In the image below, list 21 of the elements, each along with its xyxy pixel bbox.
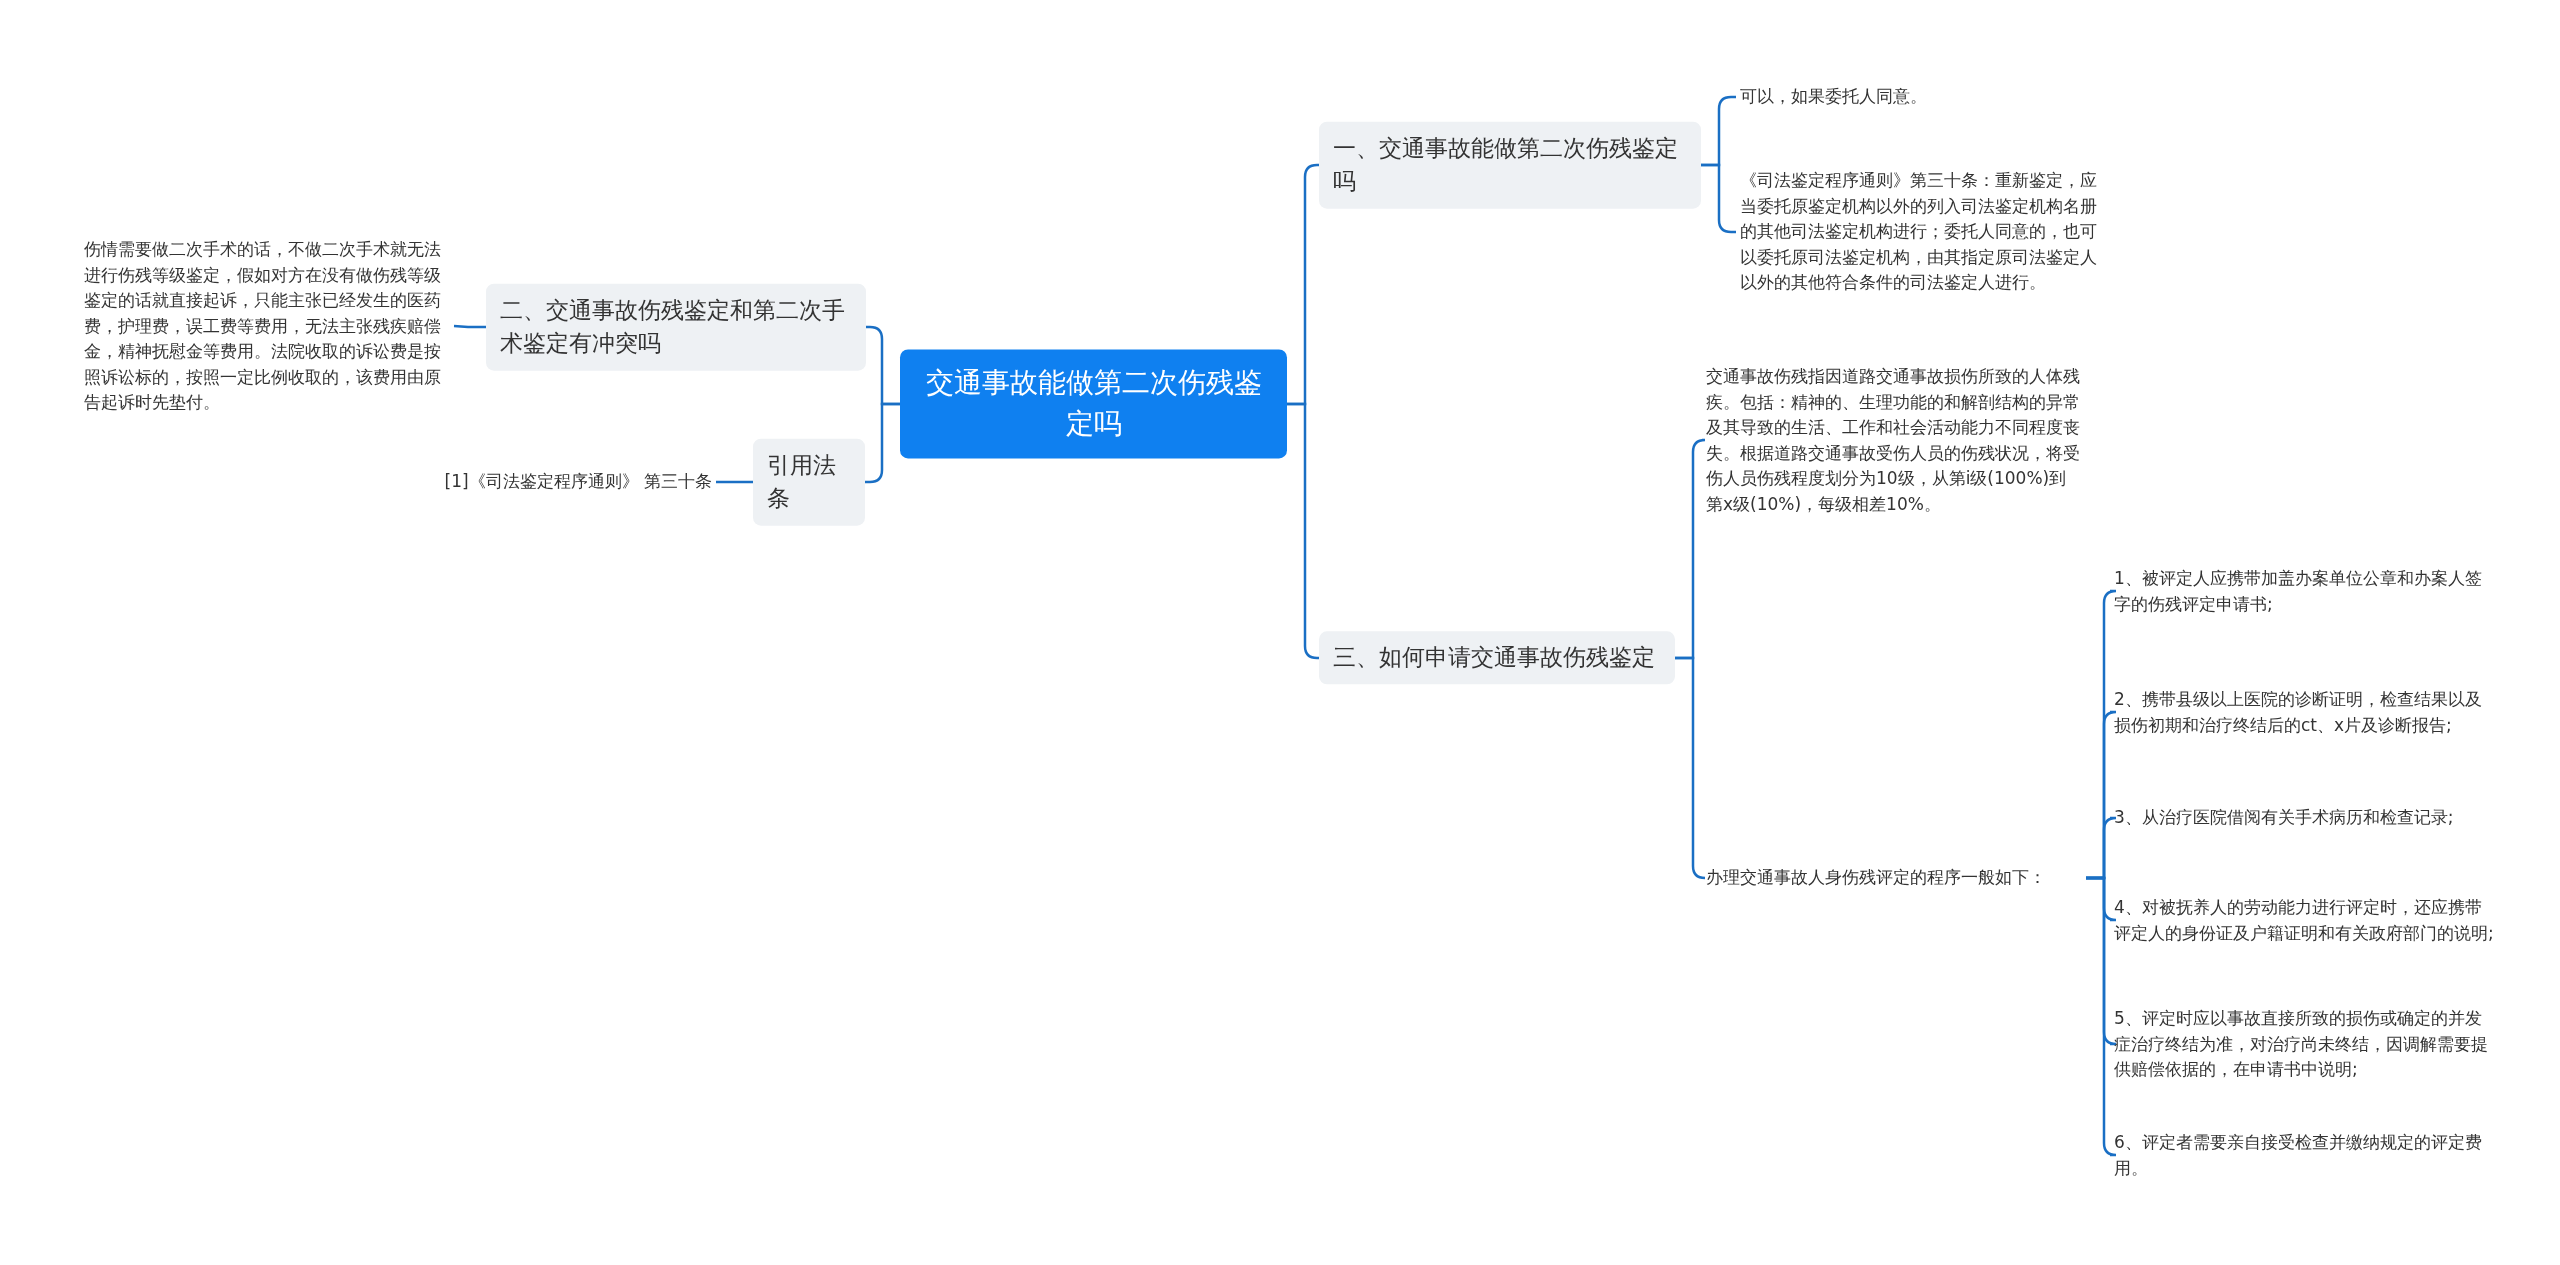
- note-text: 伤情需要做二次手术的话，不做二次手术就无法进行伤残等级鉴定，假如对方在没有做伤残等级鉴定的话就直接起诉，只能主张已经发生的医药费，护理费，误工费等费用，无法主张残疾赔偿金，精神抚慰金等费用。法院收取的诉讼费是按照诉讼标的，按照一定比例收取的，该费用由原告起诉时先垫付。: [80, 236, 454, 416]
- connector-line: [2086, 876, 2118, 1157]
- topic-box: 引用法条: [753, 438, 865, 526]
- note-text: 可以，如果委托人同意。: [1736, 84, 2116, 110]
- topic-box: 一、交通事故能做第二次伤残鉴定吗: [1319, 121, 1701, 209]
- connector-line: [1675, 656, 1707, 880]
- note-text: [1]《司法鉴定程序通则》 第三十条: [400, 469, 716, 495]
- connector-line: [716, 480, 753, 484]
- connector-line: [453, 324, 486, 329]
- note-text: 6、评定者需要亲自接受检查并缴纳规定的评定费用。: [2110, 1129, 2500, 1181]
- note-text: 交通事故伤残指因道路交通事故损伤所致的人体残疾。包括：精神的、生理功能的和解剖结构的异常及其导致的生活、工作和社会活动能力不同程度丧失。根据道路交通事故受伤人员的伤残状况，将受伤人员伤残程度划分为10级，从第i级(100%)到第x级(10%)，每级相差10%。: [1702, 363, 2086, 517]
- note-text: 办理交通事故人身伤残评定的程序一般如下：: [1702, 865, 2086, 891]
- note-text: 3、从治疗医院借阅有关手术病历和检查记录;: [2110, 805, 2500, 831]
- note-text: 2、携带县级以上医院的诊断证明，检查结果以及损伤初期和治疗终结后的ct、x片及诊断报告;: [2110, 686, 2500, 738]
- note-text: 4、对被抚养人的劳动能力进行评定时，还应携带评定人的身份证及户籍证明和有关政府部门的说明;: [2110, 894, 2500, 946]
- note-text: 《司法鉴定程序通则》第三十条：重新鉴定，应当委托原鉴定机构以外的列入司法鉴定机构名册的其他司法鉴定机构进行；委托人同意的，也可以委托原司法鉴定机构，由其指定原司法鉴定人以外的其他符合条件的司法鉴定人进行。: [1736, 168, 2116, 296]
- root-topic-box: 交通事故能做第二次伤残鉴定吗: [900, 349, 1287, 459]
- topic-box: 三、如何申请交通事故伤残鉴定: [1319, 631, 1675, 685]
- topic-box: 二、交通事故伤残鉴定和第二次手术鉴定有冲突吗: [486, 283, 866, 371]
- note-text: 1、被评定人应携带加盖办案单位公章和办案人签字的伤残评定申请书;: [2110, 565, 2500, 617]
- note-text: 5、评定时应以事故直接所致的损伤或确定的并发症治疗终结为准，对治疗尚未终结，因调解需要提供赔偿依据的，在申请书中说明;: [2110, 1005, 2500, 1083]
